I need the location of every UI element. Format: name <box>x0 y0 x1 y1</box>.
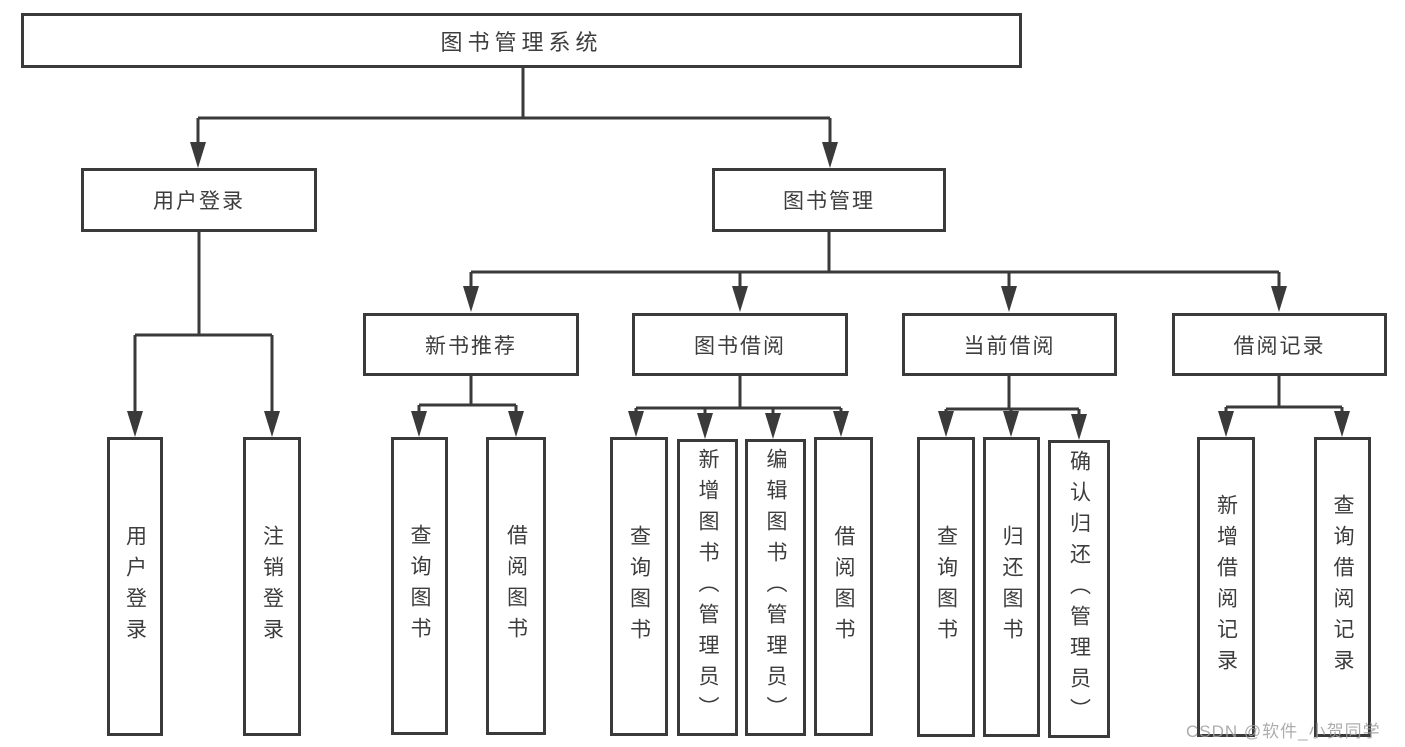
node-leaf-add-books-admin: 新增图书（管理员） <box>677 439 738 736</box>
node-leaf-user-login-label: 用户登录 <box>123 524 147 649</box>
node-user-login-label: 用户登录 <box>153 190 245 213</box>
node-book-borrowing-label: 图书借阅 <box>694 334 786 358</box>
csdn-watermark: CSDN @软件_小贺同学 <box>1186 722 1381 741</box>
node-leaf-add-books-admin-label: 新增图书（管理员） <box>696 448 719 727</box>
node-leaf-return-books-label: 归还图书 <box>1000 525 1023 649</box>
node-leaf-borrow-books-2: 借阅图书 <box>814 437 873 736</box>
node-new-book-recommend-label: 新书推荐 <box>425 334 517 358</box>
node-leaf-query-books-3: 查询图书 <box>917 437 975 737</box>
node-leaf-edit-books-admin: 编辑图书（管理员） <box>745 439 806 736</box>
node-book-borrowing: 图书借阅 <box>632 313 848 376</box>
node-new-book-recommend: 新书推荐 <box>363 313 579 376</box>
node-leaf-confirm-return-admin: 确认归还（管理员） <box>1048 440 1110 738</box>
node-root-label: 图书管理系统 <box>440 29 603 55</box>
node-borrowing-records-label: 借阅记录 <box>1233 334 1326 358</box>
node-leaf-query-books-1-label: 查询图书 <box>408 524 431 648</box>
node-leaf-add-borrow-record: 新增借阅记录 <box>1197 437 1255 737</box>
node-book-management-label: 图书管理 <box>783 190 875 213</box>
node-leaf-logout-label: 注销登录 <box>260 524 284 649</box>
node-leaf-query-borrow-record: 查询借阅记录 <box>1314 437 1371 737</box>
node-leaf-borrow-books-2-label: 借阅图书 <box>832 524 855 649</box>
node-leaf-query-books-2-label: 查询图书 <box>627 524 651 649</box>
node-leaf-return-books: 归还图书 <box>983 437 1040 737</box>
node-user-login: 用户登录 <box>81 168 317 232</box>
node-leaf-borrow-books-1-label: 借阅图书 <box>504 524 528 648</box>
node-leaf-logout: 注销登录 <box>243 437 301 736</box>
node-current-borrowing-label: 当前借阅 <box>963 334 1056 358</box>
node-leaf-borrow-books-1: 借阅图书 <box>486 437 546 735</box>
node-leaf-user-login: 用户登录 <box>107 437 163 736</box>
node-leaf-query-borrow-record-label: 查询借阅记录 <box>1331 494 1354 680</box>
node-leaf-confirm-return-admin-label: 确认归还（管理员） <box>1067 449 1091 729</box>
node-leaf-edit-books-admin-label: 编辑图书（管理员） <box>764 448 787 727</box>
node-leaf-query-books-2: 查询图书 <box>610 437 668 736</box>
node-book-management: 图书管理 <box>712 168 946 232</box>
node-root: 图书管理系统 <box>21 13 1022 68</box>
node-leaf-query-books-3-label: 查询图书 <box>934 525 958 649</box>
node-leaf-add-borrow-record-label: 新增借阅记录 <box>1214 494 1238 680</box>
node-current-borrowing: 当前借阅 <box>902 313 1117 376</box>
node-borrowing-records: 借阅记录 <box>1172 313 1387 376</box>
node-leaf-query-books-1: 查询图书 <box>391 437 448 735</box>
